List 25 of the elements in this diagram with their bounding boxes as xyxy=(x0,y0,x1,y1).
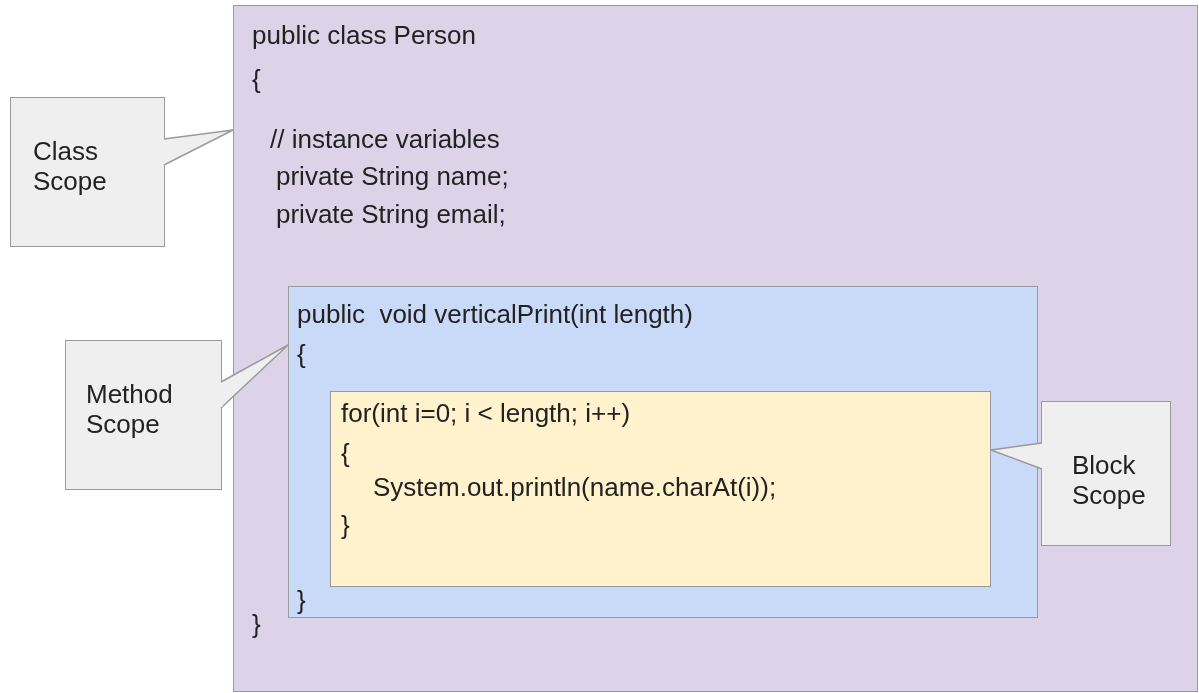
code-line: private String name; xyxy=(276,161,509,191)
code-line: public void verticalPrint(int length) xyxy=(297,299,693,329)
code-line: } xyxy=(252,609,261,639)
class-scope-box xyxy=(233,5,1198,692)
callout-box xyxy=(10,97,165,247)
callout-label: Method Scope xyxy=(86,379,174,439)
code-line: } xyxy=(341,510,350,540)
callout-pointer xyxy=(163,129,234,166)
code-line: System.out.println(name.charAt(i)); xyxy=(373,472,777,502)
code-line: { xyxy=(341,438,350,468)
callout-pointer xyxy=(990,442,1043,470)
callout-label: Block Scope xyxy=(1072,450,1147,510)
code-line: } xyxy=(297,585,306,615)
code-line: { xyxy=(252,64,261,94)
method-scope-box xyxy=(288,286,1038,618)
callout-box xyxy=(1041,401,1171,546)
callout-pointer xyxy=(220,344,289,409)
code-line: { xyxy=(297,339,306,369)
code-line: public class Person xyxy=(252,20,476,50)
code-line: private String email; xyxy=(276,199,506,229)
code-line: for(int i=0; i < length; i++) xyxy=(341,398,631,428)
callout-label: Class Scope xyxy=(33,136,108,196)
block-scope-box xyxy=(330,391,991,587)
callout-box xyxy=(65,340,222,490)
code-line: // instance variables xyxy=(270,124,500,154)
